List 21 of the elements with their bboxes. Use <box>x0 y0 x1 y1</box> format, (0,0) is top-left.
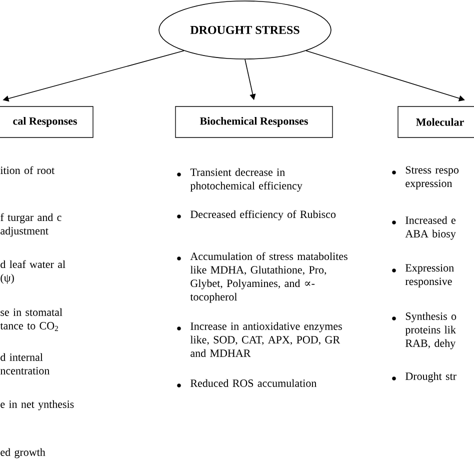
list-item: Increase in antioxidative enzymes like, SOD, CAT, APX, POD, GR and MDHAR <box>190 322 342 357</box>
list-item: ed growth <box>0 448 46 458</box>
list-item: Drought str <box>406 372 456 382</box>
category-box: Molecular <box>398 106 474 138</box>
list-item: Accumulation of stress matabolites like MDHA, Glutathione, Pro, Glybet, Polyamines, and ∝-tocopherol <box>190 252 348 303</box>
list-item: Transient decrease in photochemical efficiency <box>190 168 302 192</box>
list-item: e in net ynthesis <box>0 400 74 410</box>
list-item: Reduced ROS accumulation <box>190 379 316 387</box>
list-item: f turgar and c adjustment <box>0 213 62 237</box>
list-item: se in stomatal tance to CO$_{2}$ <box>0 308 62 331</box>
list-item: Synthesis o proteins lik RAB, dehy <box>405 312 456 350</box>
list-item: ition of root <box>0 166 55 174</box>
list-item: d internal ncentration <box>0 353 50 374</box>
list-item: Expression responsive <box>405 264 454 288</box>
category-box: Biochemical Responses <box>175 106 333 138</box>
list-item: Decreased efficiency of Rubisco <box>190 210 336 220</box>
list-item: Stress respo expression <box>406 166 459 190</box>
arrow <box>306 50 465 102</box>
list-item: d leaf water al (ψ) <box>0 260 66 284</box>
list-item: Increased e ABA biosy <box>405 216 456 240</box>
category-box: cal Responses <box>0 106 94 138</box>
